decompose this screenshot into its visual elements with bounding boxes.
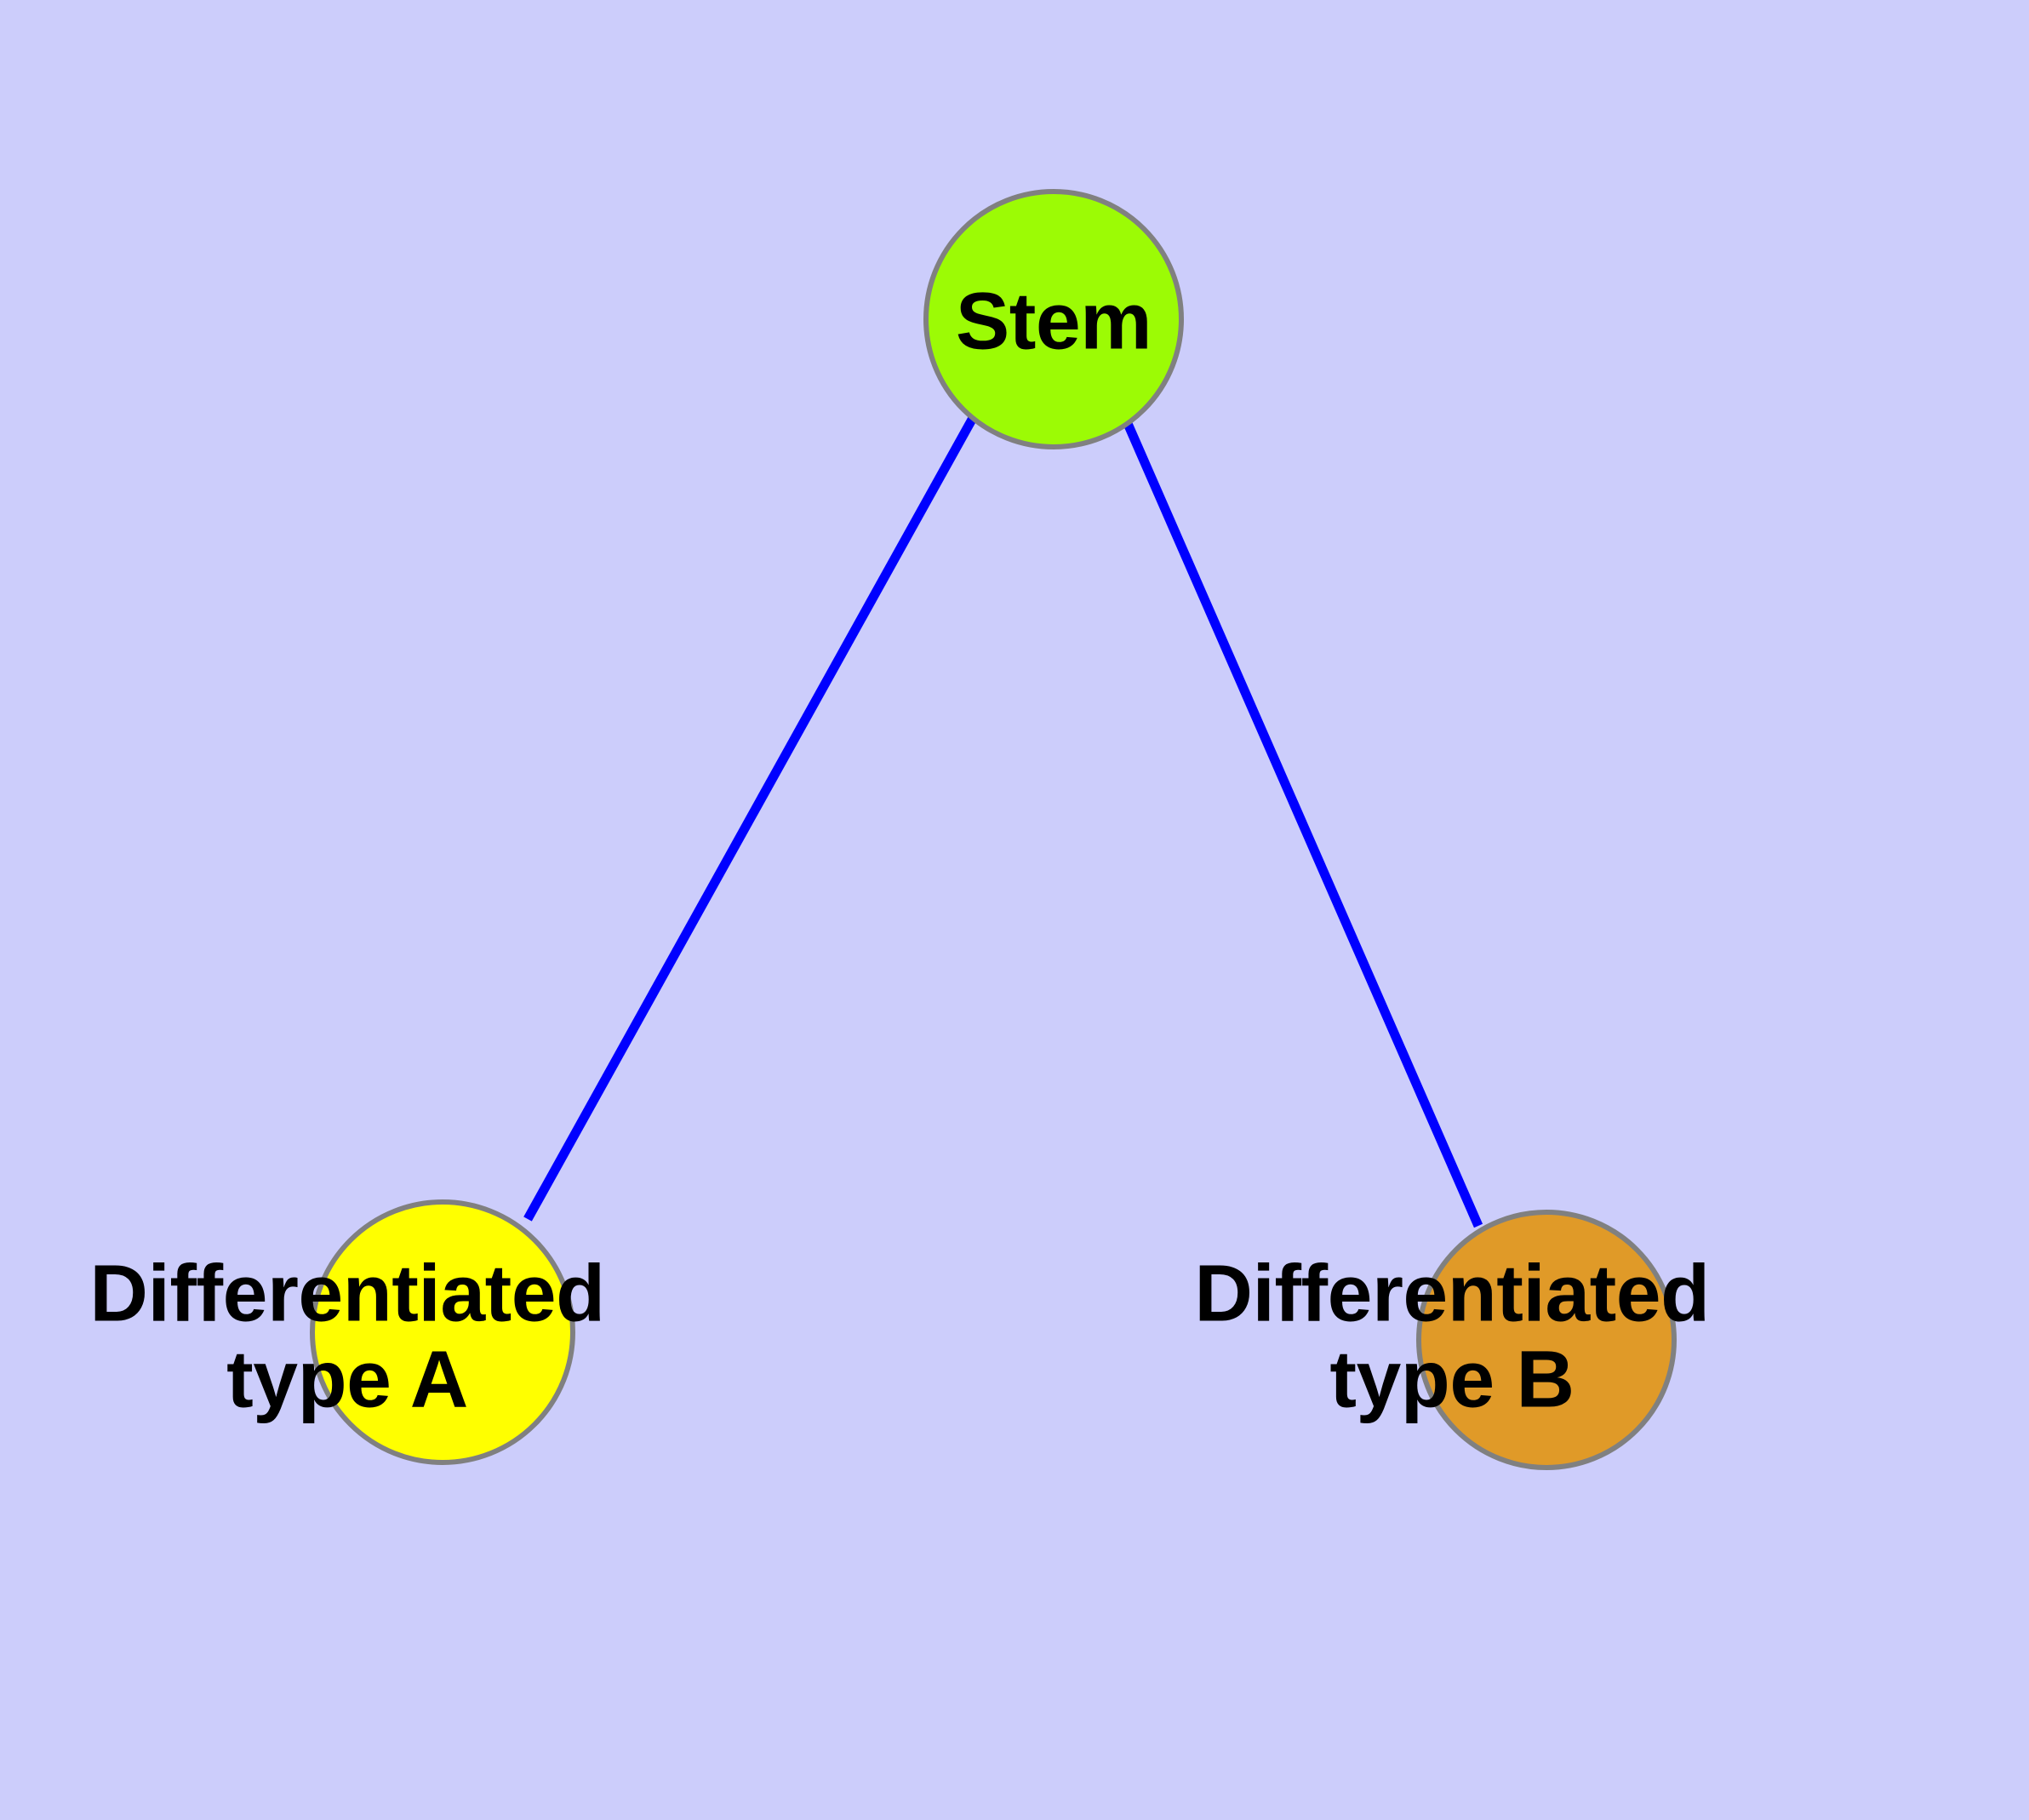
- nodes-group: [310, 189, 1677, 1470]
- node-diff-a[interactable]: [310, 1199, 575, 1465]
- edge-stem-to-diff-a[interactable]: [523, 415, 977, 1222]
- node-diff-b[interactable]: [1416, 1210, 1677, 1470]
- node-stem[interactable]: [923, 189, 1184, 449]
- edges-group: [523, 415, 1483, 1228]
- edge-stem-to-diff-b[interactable]: [1121, 417, 1483, 1228]
